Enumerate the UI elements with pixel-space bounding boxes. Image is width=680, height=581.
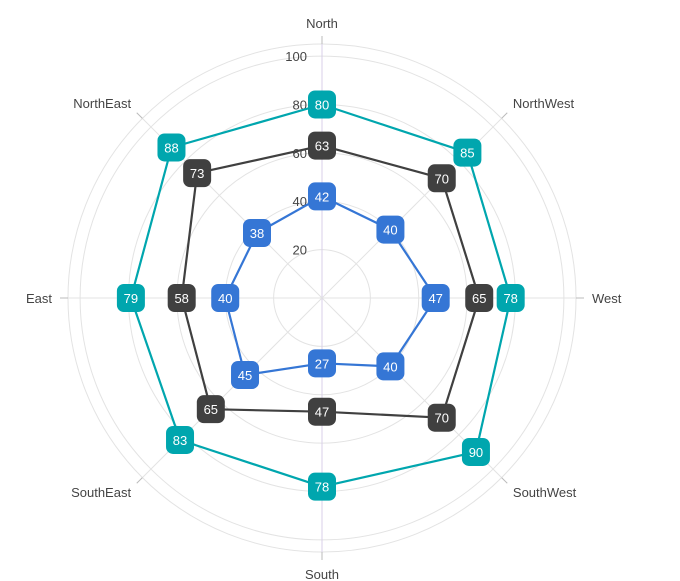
category-tick [136,112,143,119]
data-point-marker [308,182,336,211]
data-label-text: 65 [472,291,486,306]
data-label-text: 47 [428,291,442,306]
data-label-text: 47 [315,405,329,420]
data-point-marker [308,131,336,160]
data-point-marker [453,138,482,167]
radial-tick-label: 20 [293,243,307,258]
data-label-text: 40 [218,291,232,306]
data-label-text: 79 [124,291,138,306]
data-point-marker [116,284,145,312]
category-label-northeast: NorthEast [73,96,131,111]
data-label-west-s1: 65 [465,284,494,312]
data-point-marker [211,284,240,312]
category-label-northwest: NorthWest [513,96,575,111]
data-label-text: 83 [173,433,187,448]
data-label-text: 78 [315,480,329,495]
data-label-text: 65 [204,402,218,417]
data-label-southeast-s2: 45 [231,360,260,389]
data-label-text: 58 [174,291,188,306]
data-label-south-s0: 78 [308,472,336,501]
data-label-northeast-s1: 73 [183,159,212,188]
category-tick [501,112,508,119]
category-label-west: West [592,291,622,306]
data-label-text: 42 [315,189,329,204]
data-label-text: 70 [435,171,449,186]
data-label-northwest-s1: 70 [427,164,456,193]
data-label-north-s2: 42 [308,182,336,211]
category-label-east: East [26,291,52,306]
data-label-north-s1: 63 [308,131,336,160]
data-label-southeast-s1: 65 [196,395,225,424]
data-point-marker [308,349,336,378]
data-point-marker [427,403,456,432]
data-point-marker [496,284,525,312]
data-point-marker [166,425,195,454]
radial-tick-label: 100 [285,49,307,64]
data-label-west-s2: 47 [421,284,450,312]
data-point-marker [243,219,272,248]
data-point-marker [421,284,450,312]
data-label-east-s0: 79 [116,284,145,312]
data-label-south-s1: 47 [308,397,336,426]
data-point-marker [465,284,494,312]
data-label-text: 63 [315,139,329,154]
data-point-marker [231,360,260,389]
data-label-text: 45 [238,368,252,383]
category-label-southwest: SouthWest [513,485,577,500]
data-label-north-s0: 80 [308,90,336,119]
data-label-northwest-s0: 85 [453,138,482,167]
data-label-text: 38 [250,226,264,241]
data-point-marker [427,164,456,193]
data-point-marker [196,395,225,424]
data-label-text: 40 [383,223,397,238]
data-label-text: 70 [435,411,449,426]
data-label-text: 85 [460,146,474,161]
series-layer: 80 85 78 90 78 83 79 88 63 70 65 70 47 65 58 73 42 40 47 40… [116,90,525,501]
category-label-north: North [306,16,338,31]
category-label-south: South [305,567,339,581]
data-label-northeast-s2: 38 [243,219,272,248]
data-label-southwest-s1: 70 [427,403,456,432]
radial-tick-label: 60 [293,146,307,161]
radial-tick-label: 40 [293,194,307,209]
data-label-text: 78 [503,291,517,306]
data-label-northeast-s0: 88 [157,133,186,162]
data-point-marker [376,215,405,244]
data-point-marker [183,159,212,188]
data-label-text: 88 [164,140,178,155]
data-label-southwest-s2: 40 [376,352,405,381]
data-point-marker [167,284,196,312]
data-point-marker [461,437,490,466]
data-point-marker [157,133,186,162]
data-label-east-s2: 40 [211,284,240,312]
data-label-west-s0: 78 [496,284,525,312]
data-point-marker [308,397,336,426]
category-tick [136,477,143,484]
data-point-marker [308,472,336,501]
data-label-text: 27 [315,356,329,371]
data-label-south-s2: 27 [308,349,336,378]
data-label-text: 90 [469,445,483,460]
data-label-southwest-s0: 90 [461,437,490,466]
data-label-east-s1: 58 [167,284,196,312]
category-tick [501,477,508,484]
data-point-marker [376,352,405,381]
category-label-southeast: SouthEast [71,485,131,500]
data-label-southeast-s0: 83 [166,425,195,454]
data-label-northwest-s2: 40 [376,215,405,244]
data-point-marker [308,90,336,119]
data-label-text: 40 [383,359,397,374]
data-label-text: 73 [190,166,204,181]
data-label-text: 80 [315,97,329,112]
